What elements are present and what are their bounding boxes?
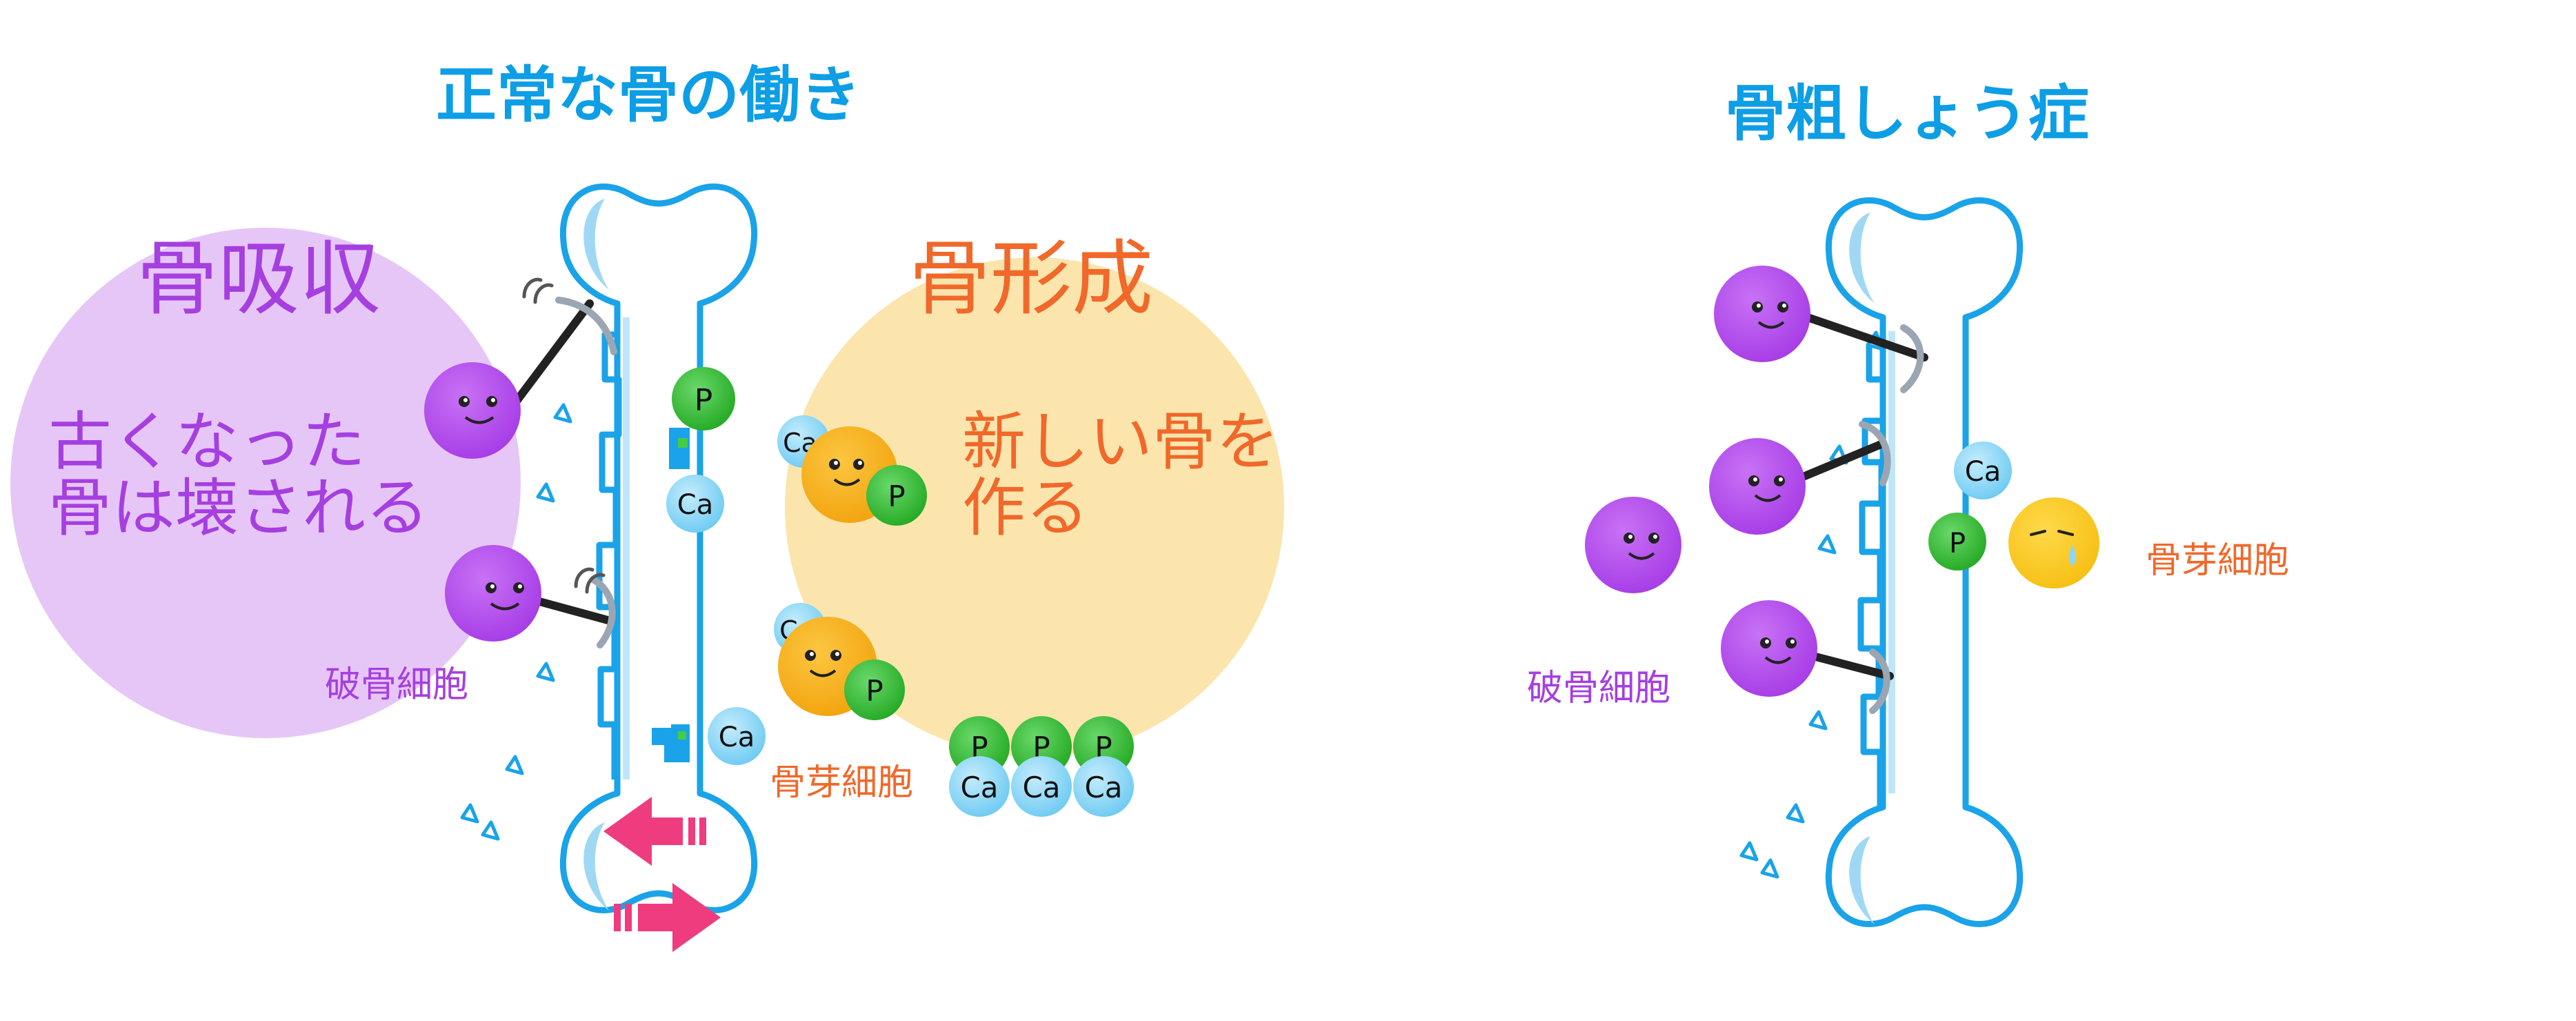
resorption-heading: 骨吸収	[137, 231, 381, 326]
resorption-circle	[10, 228, 521, 738]
svg-text:Ca: Ca	[677, 489, 713, 521]
svg-text:P: P	[695, 383, 713, 418]
formation-heading: 骨形成	[909, 231, 1153, 326]
normal-title: 正常な骨の働き	[436, 59, 861, 130]
svg-text:Ca: Ca	[1084, 771, 1122, 804]
formation-circle	[785, 257, 1284, 757]
phosphorus-ion: P	[1928, 513, 1986, 571]
osteoclast-cell-1	[424, 279, 617, 459]
osteoporosis-title: 骨粗しょう症	[1725, 78, 2089, 149]
svg-text:Ca: Ca	[1965, 456, 2001, 488]
arrow-right-icon	[614, 883, 721, 952]
osteoclast-label: 破骨細胞	[325, 664, 468, 706]
svg-text:P: P	[888, 479, 905, 513]
formation-desc-line2: 作る	[962, 471, 1089, 545]
osteoclast-label: 破骨細胞	[1527, 668, 1670, 709]
osteoclast-cell-2	[445, 545, 616, 648]
svg-text:P: P	[866, 674, 883, 708]
osteoclast-cell-1	[1714, 266, 1928, 393]
calcium-ion: Ca	[1954, 442, 2012, 499]
svg-text:Ca: Ca	[1022, 771, 1060, 804]
osteoblast-cell-2: Ca P	[774, 603, 905, 720]
osteoblast-label: 骨芽細胞	[770, 762, 913, 804]
mineral-pile: P P P Ca Ca Ca	[949, 716, 1134, 817]
phosphorus-ion: P	[672, 367, 735, 430]
osteoblast-label: 骨芽細胞	[2146, 540, 2289, 582]
calcium-ion: Ca	[666, 475, 724, 533]
normal-bone-panel: 正常な骨の働き 骨吸収 古くなった 骨は壊される 骨形成 新しい骨を 作る	[10, 59, 1284, 952]
osteoclast-cell-4	[1585, 497, 1681, 593]
formation-desc-line1: 新しい骨を	[962, 405, 1279, 479]
svg-text:P: P	[1949, 528, 1966, 559]
osteoclast-cell-2	[1709, 421, 1891, 535]
arrow-left-icon	[603, 797, 706, 866]
svg-text:Ca: Ca	[719, 722, 755, 753]
calcium-ion: Ca	[708, 707, 766, 765]
osteoblast-cell-1: Ca P	[777, 415, 927, 526]
normal-bone	[563, 187, 754, 911]
osteoporosis-panel: 骨粗しょう症	[1527, 78, 2289, 924]
svg-text:Ca: Ca	[960, 771, 998, 804]
resorption-desc-line1: 古くなった	[48, 405, 366, 479]
resorption-desc-line2: 骨は壊される	[48, 471, 429, 545]
osteoclast-cell-3	[1721, 600, 1894, 714]
sad-osteoblast-cell	[2008, 497, 2099, 588]
osteoporosis-bone	[1828, 201, 2019, 924]
